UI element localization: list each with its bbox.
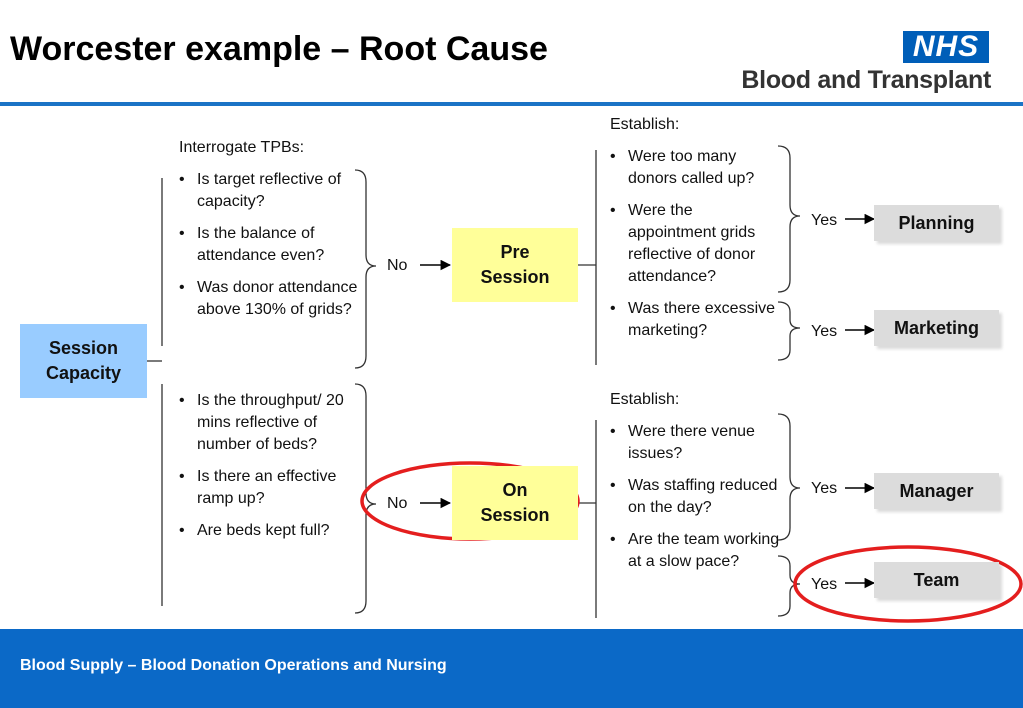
team-box: Team	[874, 562, 999, 598]
team-yes-label: Yes	[811, 576, 838, 593]
on-session-establish-item: Was staffing reduced on the day?	[610, 475, 780, 519]
logo-text: Blood and Transplant	[741, 66, 991, 94]
team-label: Team	[913, 569, 960, 590]
upper-question-item: Was donor attendance above 130% of grids…	[179, 277, 359, 321]
manager-brace	[777, 413, 801, 541]
footer-text: Blood Supply – Blood Donation Operations…	[20, 657, 447, 674]
manager-yes-label: Yes	[811, 480, 838, 497]
manager-box: Manager	[874, 473, 999, 509]
nhs-badge: NHS	[903, 31, 989, 63]
footer-bar	[0, 629, 1023, 708]
planning-brace	[777, 145, 801, 293]
on-session-no-label: No	[387, 495, 408, 512]
pre-session-establish-heading: Establish:	[610, 116, 680, 133]
on-session-establish-item: Are the team working at a slow pace?	[610, 529, 780, 573]
planning-label: Planning	[898, 212, 975, 233]
marketing-yes-label: Yes	[811, 323, 838, 340]
team-highlight-ring	[793, 545, 1023, 623]
session-capacity-label: Session Capacity	[45, 338, 122, 383]
header-rule	[0, 102, 1023, 106]
page-title: Worcester example – Root Cause	[10, 30, 548, 68]
pre-session-label: Pre Session	[480, 242, 550, 287]
pre-session-establish: Establish: Were too many donors called u…	[610, 114, 780, 352]
pre-session-establish-item: Were too many donors called up?	[610, 146, 780, 190]
pre-session-establish-item: Were the appointment grids reflective of…	[610, 200, 780, 288]
on-session-box: On Session	[452, 466, 578, 540]
manager-label: Manager	[899, 480, 974, 501]
session-capacity-box: Session Capacity	[20, 324, 147, 398]
on-session-establish-heading: Establish:	[610, 391, 680, 408]
marketing-label: Marketing	[893, 317, 980, 338]
on-session-establish: Establish: Were there venue issues? Was …	[610, 389, 780, 583]
lower-questions-brace	[354, 383, 377, 614]
marketing-box: Marketing	[874, 310, 999, 346]
lower-questions: Is the throughput/ 20 mins reflective of…	[179, 390, 359, 552]
upper-question-item: Is target reflective of capacity?	[179, 169, 359, 213]
planning-yes-label: Yes	[811, 212, 838, 229]
lower-question-item: Are beds kept full?	[179, 520, 359, 542]
upper-question-item: Is the balance of attendance even?	[179, 223, 359, 267]
on-session-establish-item: Were there venue issues?	[610, 421, 780, 465]
upper-questions-brace	[354, 169, 377, 369]
planning-box: Planning	[874, 205, 999, 241]
on-session-label: On Session	[480, 480, 550, 525]
upper-questions-heading: Interrogate TPBs:	[179, 139, 305, 156]
lower-question-item: Is the throughput/ 20 mins reflective of…	[179, 390, 359, 456]
pre-session-box: Pre Session	[452, 228, 578, 302]
team-brace	[777, 555, 801, 617]
lower-question-item: Is there an effective ramp up?	[179, 466, 359, 510]
marketing-brace	[777, 301, 801, 361]
pre-session-establish-item: Was there excessive marketing?	[610, 298, 780, 342]
upper-questions: Interrogate TPBs: Is target reflective o…	[179, 137, 359, 331]
nhs-logo: NHS Blood and Transplant	[700, 28, 995, 98]
pre-session-no-label: No	[387, 257, 408, 274]
